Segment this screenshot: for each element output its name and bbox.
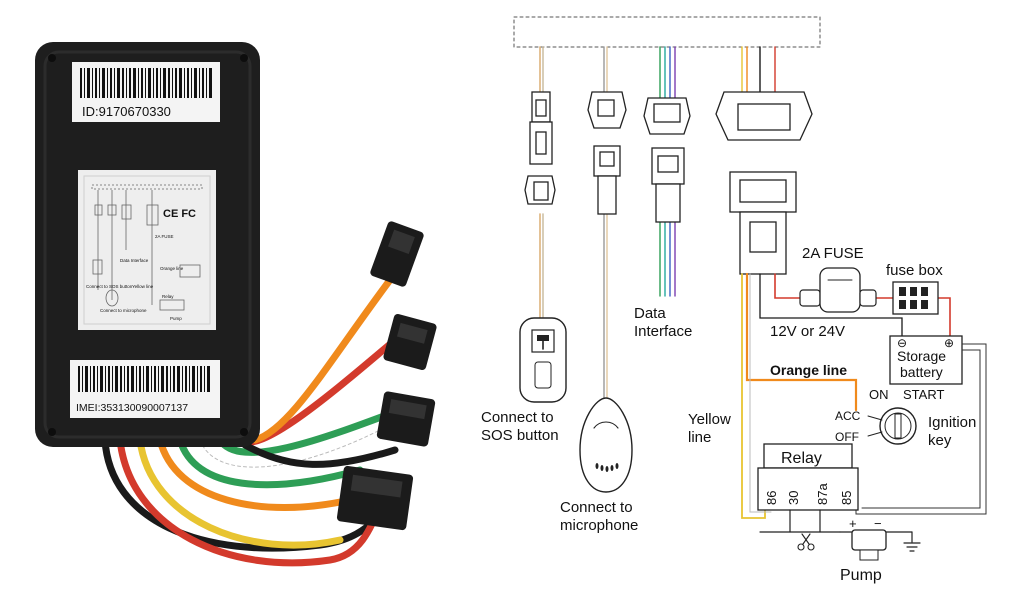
sos-label-line1: Connect to bbox=[481, 409, 554, 426]
red-power-wire bbox=[774, 273, 951, 339]
gps-tracker-device: ID:9170670330 CE FC Data Interface 2A FU… bbox=[35, 42, 437, 567]
fuse-box bbox=[892, 281, 939, 315]
relay-pin-87a: 87a bbox=[815, 483, 830, 505]
fuse-label: 2A FUSE bbox=[802, 245, 864, 262]
microphone-connector bbox=[587, 91, 627, 215]
sticker-mini-diagram bbox=[91, 184, 203, 311]
relay-pin-85: 85 bbox=[839, 491, 854, 505]
svg-text:2A FUSE: 2A FUSE bbox=[155, 234, 174, 239]
screw-icon bbox=[240, 428, 248, 436]
device-imei-text: IMEI:353130090007137 bbox=[76, 402, 188, 414]
sos-label-line2: SOS button bbox=[481, 427, 559, 444]
svg-text:Relay: Relay bbox=[162, 294, 174, 299]
device-wire-harness bbox=[101, 276, 404, 567]
orange-acc-wire bbox=[745, 272, 858, 412]
imei-barcode-sticker: IMEI:353130090007137 bbox=[70, 360, 220, 418]
relay-pin-30: 30 bbox=[786, 491, 801, 505]
svg-text:Yellow line: Yellow line bbox=[132, 284, 154, 289]
wiring-schematic: Connect to SOS button Connect to microph… bbox=[481, 16, 987, 584]
barcode-icon bbox=[80, 68, 212, 98]
battery-minus-icon: ⊖ bbox=[897, 336, 907, 350]
pump-circuit bbox=[759, 509, 913, 543]
wiring-sticker: CE FC Data Interface 2A FUSE Connect to … bbox=[78, 170, 216, 330]
svg-text:Data Interface: Data Interface bbox=[120, 258, 149, 263]
ignition-label-line1: Ignition bbox=[928, 414, 976, 431]
data-interface-wires bbox=[659, 46, 676, 297]
storage-battery bbox=[889, 335, 963, 385]
relay-title: Relay bbox=[781, 450, 822, 467]
yellow-line-label-line1: Yellow bbox=[688, 411, 731, 428]
svg-text:Pump: Pump bbox=[170, 316, 182, 321]
sos-button-icon bbox=[537, 335, 549, 341]
ignition-label-line2: key bbox=[928, 432, 952, 449]
ground-icon bbox=[903, 542, 921, 552]
device-connector-bottom bbox=[336, 465, 414, 531]
data-interface-label-line2: Interface bbox=[634, 323, 692, 340]
pump-plus-label: + bbox=[849, 516, 857, 531]
microphone-wire bbox=[603, 46, 608, 401]
ignition-off-label: OFF bbox=[835, 430, 859, 444]
device-id-text: ID:9170670330 bbox=[82, 104, 171, 119]
battery-label-line1: Storage bbox=[897, 348, 946, 364]
sos-button-device bbox=[519, 317, 567, 403]
microphone-label-line2: microphone bbox=[560, 517, 638, 534]
screw-icon bbox=[48, 428, 56, 436]
id-barcode-sticker: ID:9170670330 bbox=[72, 62, 220, 122]
microphone-label-line1: Connect to bbox=[560, 499, 633, 516]
device-connector-top bbox=[370, 221, 424, 287]
svg-text:Connect to microphone: Connect to microphone bbox=[100, 308, 147, 313]
wire-cut-icon bbox=[797, 533, 815, 551]
device-header-bar bbox=[513, 16, 821, 48]
barcode-icon bbox=[78, 366, 210, 392]
pump-label: Pump bbox=[840, 567, 882, 584]
ignition-acc-label: ACC bbox=[835, 409, 861, 423]
battery-label-line2: battery bbox=[900, 364, 943, 380]
ignition-start-label: START bbox=[903, 387, 944, 402]
relay-pin-86: 86 bbox=[764, 491, 779, 505]
certification-marks: CE FC bbox=[163, 208, 196, 220]
relay bbox=[757, 443, 859, 511]
ground-wire bbox=[759, 273, 903, 339]
microphone-device bbox=[579, 397, 633, 493]
power-connector bbox=[715, 91, 813, 275]
ignition-switch bbox=[867, 407, 917, 445]
ignition-on-label: ON bbox=[869, 387, 889, 402]
screw-icon bbox=[48, 54, 56, 62]
device-connector-lower bbox=[376, 391, 436, 447]
screw-icon bbox=[240, 54, 248, 62]
ignition-key-icon bbox=[894, 413, 902, 439]
data-interface-connector bbox=[643, 97, 691, 223]
svg-text:Connect to SOS button: Connect to SOS button bbox=[86, 284, 133, 289]
orange-line-label: Orange line bbox=[770, 362, 847, 378]
fuse-box-label: fuse box bbox=[886, 262, 943, 279]
data-interface-label-line1: Data bbox=[634, 305, 666, 322]
microphone-icon bbox=[595, 463, 619, 472]
sticker-mini-labels: Data Interface 2A FUSE Connect to SOS bu… bbox=[86, 234, 184, 321]
power-harness-wires bbox=[741, 46, 776, 93]
sos-connector bbox=[524, 91, 556, 205]
pump-minus-label: − bbox=[874, 516, 882, 531]
sos-button-wire bbox=[539, 46, 544, 319]
yellow-wire-sheath bbox=[749, 273, 772, 513]
battery-plus-icon: ⊕ bbox=[944, 336, 954, 350]
pump-device bbox=[851, 529, 887, 561]
device-connector-middle bbox=[383, 314, 437, 370]
svg-text:Orange line: Orange line bbox=[160, 266, 184, 271]
inline-fuse bbox=[799, 267, 877, 313]
yellow-line-label-line2: line bbox=[688, 429, 711, 446]
relay-pins: 86 30 87a 85 bbox=[764, 483, 854, 505]
voltage-label: 12V or 24V bbox=[770, 323, 845, 340]
